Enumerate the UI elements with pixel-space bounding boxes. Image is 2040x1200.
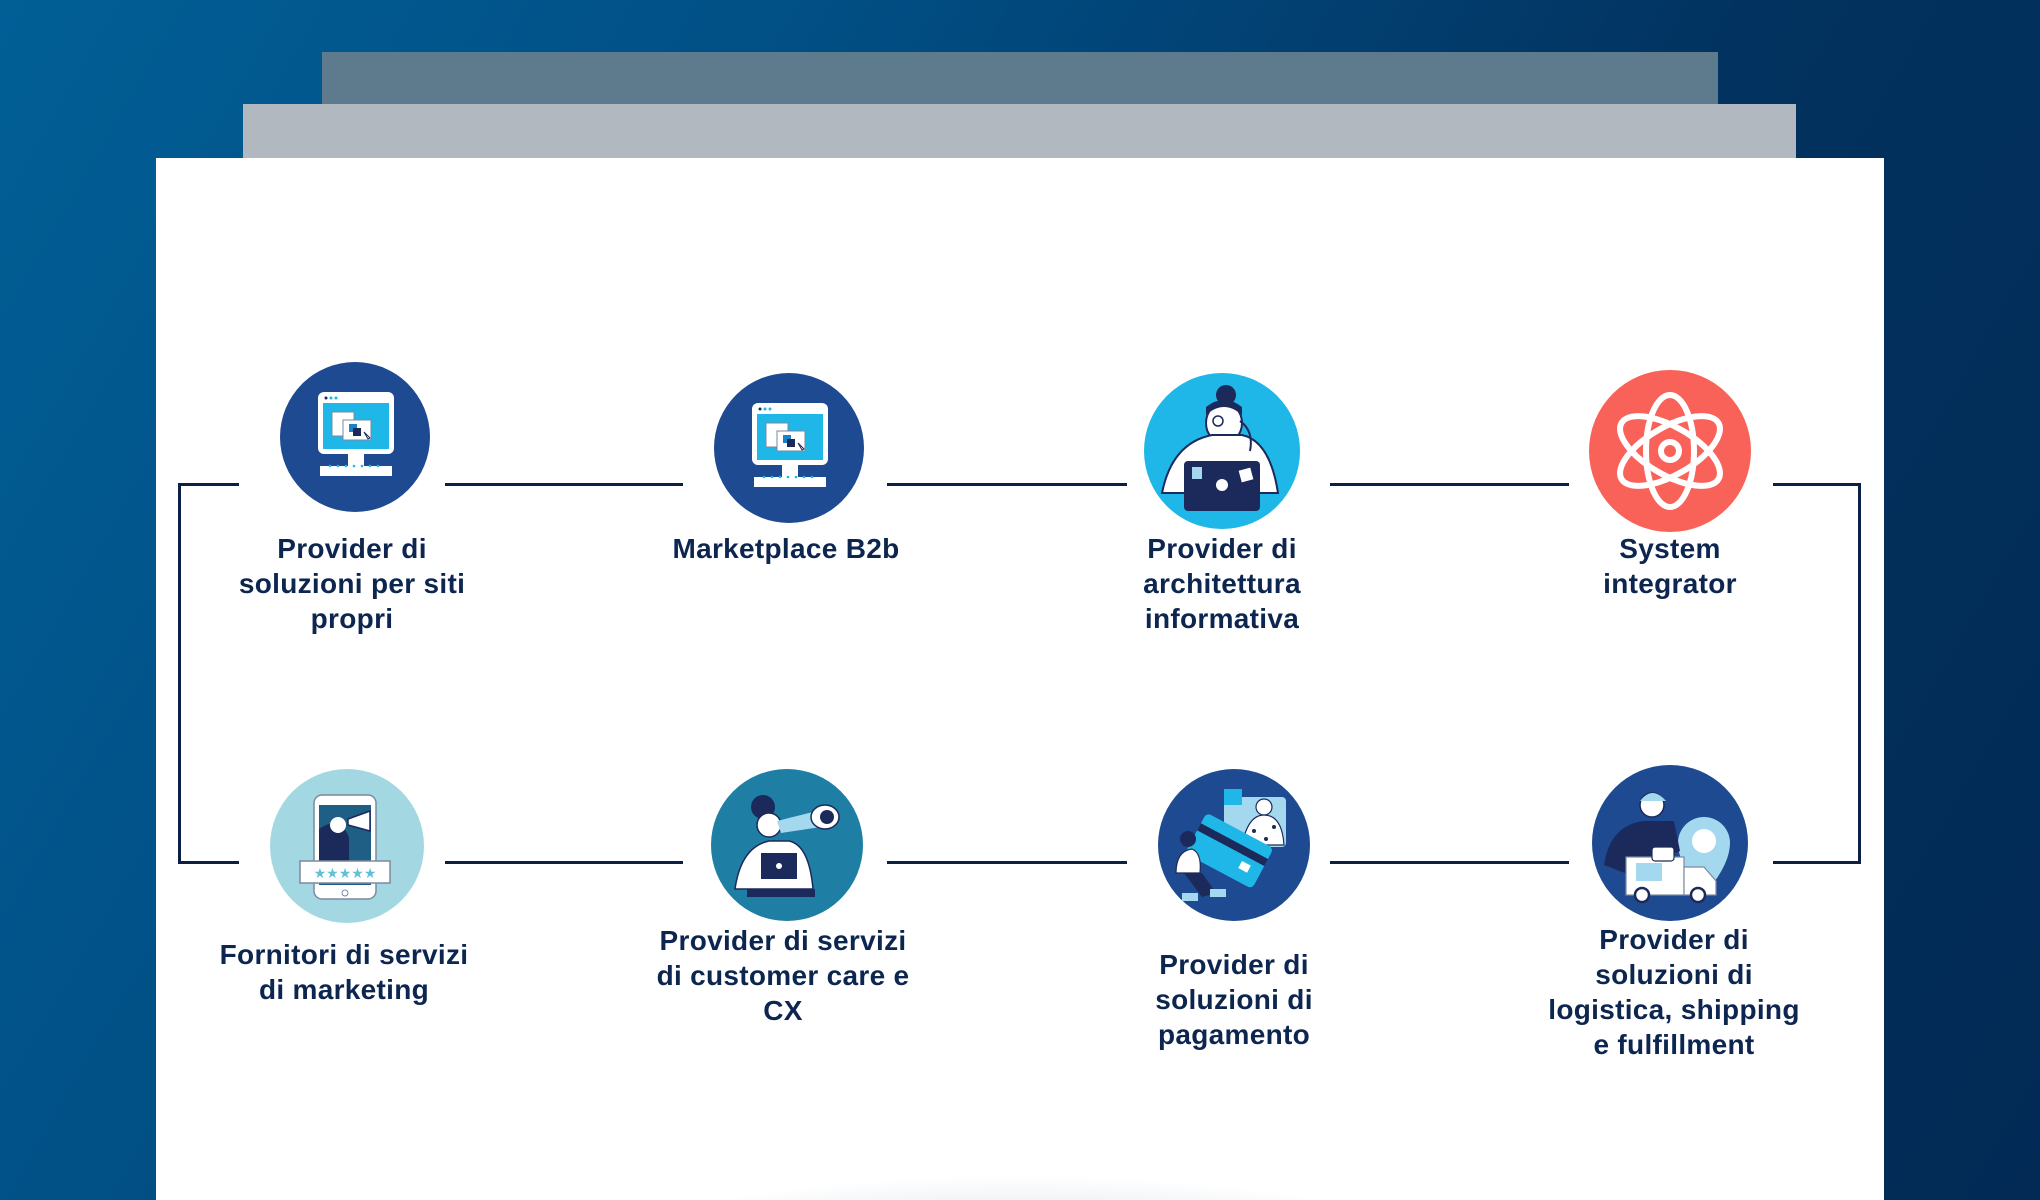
node-icon-circle-information-architecture bbox=[1144, 373, 1300, 529]
node-label-own-sites: Provider di soluzioni per siti propri bbox=[238, 533, 466, 634]
node-icon-circle-own-sites bbox=[280, 362, 430, 512]
connector-top-left-stub bbox=[178, 483, 239, 486]
atom-icon bbox=[1617, 392, 1723, 510]
connector-top-3-4 bbox=[1330, 483, 1569, 486]
monitor-window-icon bbox=[752, 403, 828, 487]
bottom-shadow-glow bbox=[216, 1038, 1826, 1200]
node-icon-circle-logistics bbox=[1592, 765, 1748, 921]
node-icon-circle-marketing-services: ★★★★★ bbox=[270, 769, 424, 923]
node-label-marketing-services: Fornitori di servizi di marketing bbox=[219, 939, 469, 1005]
connector-top-2-3 bbox=[887, 483, 1127, 486]
node-label-logistics: Provider di soluzioni di logistica, ship… bbox=[1548, 924, 1800, 1060]
node-label-payment-solutions: Provider di soluzioni di pagamento bbox=[1155, 949, 1313, 1050]
person-binoculars-icon bbox=[734, 795, 840, 897]
diagram-card: Provider di soluzioni per siti propri Ma… bbox=[156, 158, 1884, 1200]
delivery-truck-location-icon bbox=[1604, 792, 1730, 904]
connector-top-right-stub bbox=[1773, 483, 1861, 486]
connector-top-1-2 bbox=[445, 483, 683, 486]
node-icon-circle-payment-solutions bbox=[1158, 769, 1310, 921]
svg-text:★★★★★: ★★★★★ bbox=[314, 866, 377, 882]
credit-card-people-icon bbox=[1175, 789, 1286, 901]
background-layer-back bbox=[322, 52, 1718, 112]
phone-megaphone-rating-icon: ★★★★★ bbox=[299, 794, 391, 900]
connector-bottom-left-stub bbox=[178, 861, 239, 864]
background-layer-mid bbox=[243, 104, 1796, 164]
node-label-information-architecture: Provider di architettura informativa bbox=[1143, 533, 1301, 634]
node-icon-circle-system-integrator bbox=[1589, 370, 1751, 532]
person-laptop-icon bbox=[1160, 385, 1280, 511]
node-icon-circle-customer-care bbox=[711, 769, 863, 921]
connector-right-vertical bbox=[1858, 483, 1861, 863]
node-label-system-integrator: System integrator bbox=[1603, 533, 1737, 599]
node-label-marketplace-b2b: Marketplace B2b bbox=[672, 533, 900, 564]
connector-left-vertical bbox=[178, 483, 181, 863]
connector-bottom-7-8 bbox=[1330, 861, 1569, 864]
connector-bottom-6-7 bbox=[887, 861, 1127, 864]
node-label-customer-care: Provider di servizi di customer care e C… bbox=[656, 925, 910, 1026]
connector-bottom-5-6 bbox=[445, 861, 683, 864]
node-icon-circle-marketplace-b2b bbox=[714, 373, 864, 523]
monitor-window-icon bbox=[318, 392, 394, 476]
connector-bottom-right-stub bbox=[1773, 861, 1861, 864]
